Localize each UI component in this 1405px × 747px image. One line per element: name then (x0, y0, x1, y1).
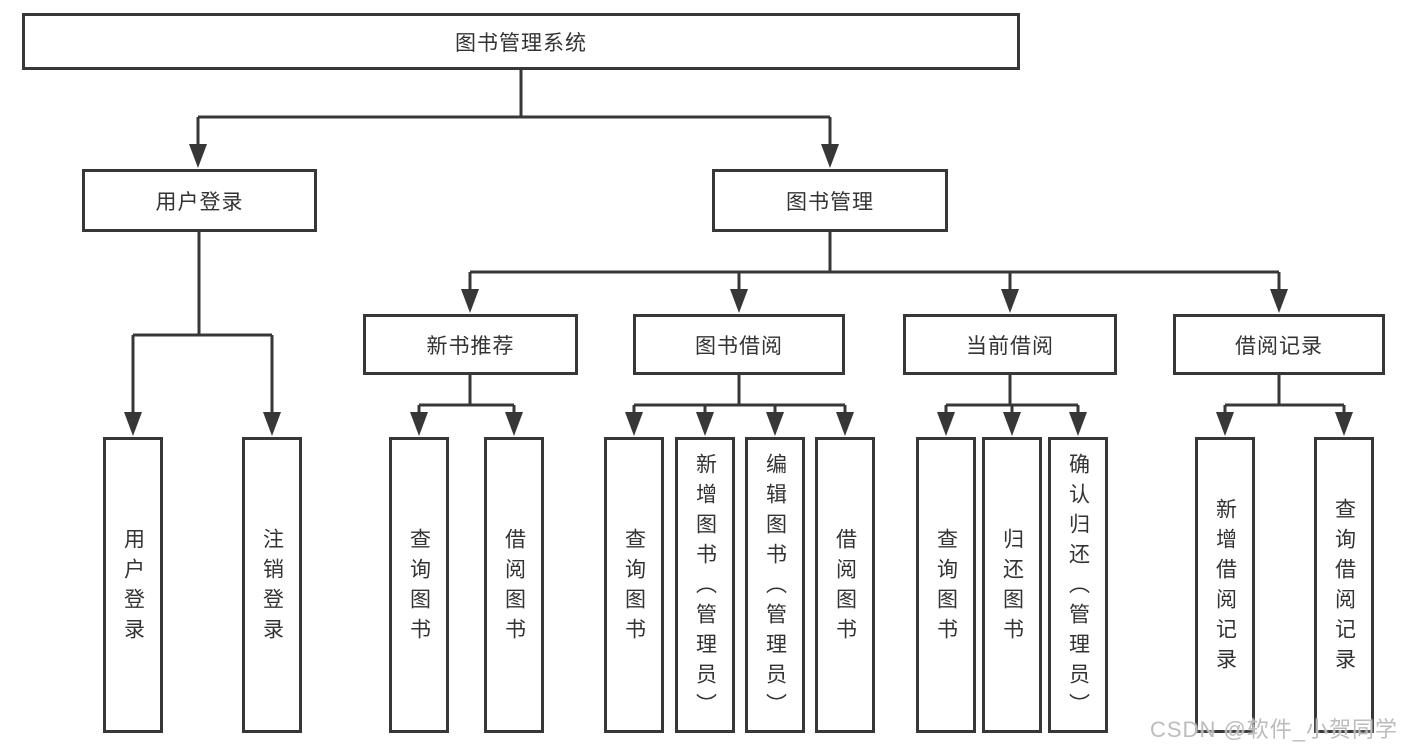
leaf-query-books-recommend: 查询图书 (389, 437, 449, 733)
csdn-watermark: CSDN @软件_小贺同学 (1150, 717, 1399, 742)
leaf-confirm-return-admin: 确认归还（管理员） (1048, 437, 1108, 733)
node-borrowing-records: 借阅记录 (1173, 314, 1385, 375)
node-book-management: 图书管理 (712, 169, 948, 232)
leaf-add-borrow-record: 新增借阅记录 (1195, 437, 1255, 733)
leaf-query-books-borrowing: 查询图书 (604, 437, 664, 733)
node-book-borrowing: 图书借阅 (633, 314, 845, 375)
leaf-logout: 注销登录 (242, 437, 302, 733)
leaf-query-books-current: 查询图书 (916, 437, 976, 733)
leaf-edit-books-admin: 编辑图书（管理员） (745, 437, 805, 733)
node-root-system: 图书管理系统 (22, 13, 1020, 70)
leaf-return-books: 归还图书 (982, 437, 1042, 733)
leaf-borrow-books: 借阅图书 (815, 437, 875, 733)
arrowheads (124, 144, 1353, 436)
node-new-book-recommend: 新书推荐 (363, 314, 578, 375)
leaf-user-login: 用户登录 (103, 437, 163, 733)
node-user-login: 用户登录 (82, 169, 317, 232)
leaf-query-borrow-record: 查询借阅记录 (1314, 437, 1374, 733)
leaf-add-books-admin: 新增图书（管理员） (675, 437, 735, 733)
node-current-borrowing: 当前借阅 (903, 314, 1117, 375)
leaf-borrow-books-recommend: 借阅图书 (484, 437, 544, 733)
